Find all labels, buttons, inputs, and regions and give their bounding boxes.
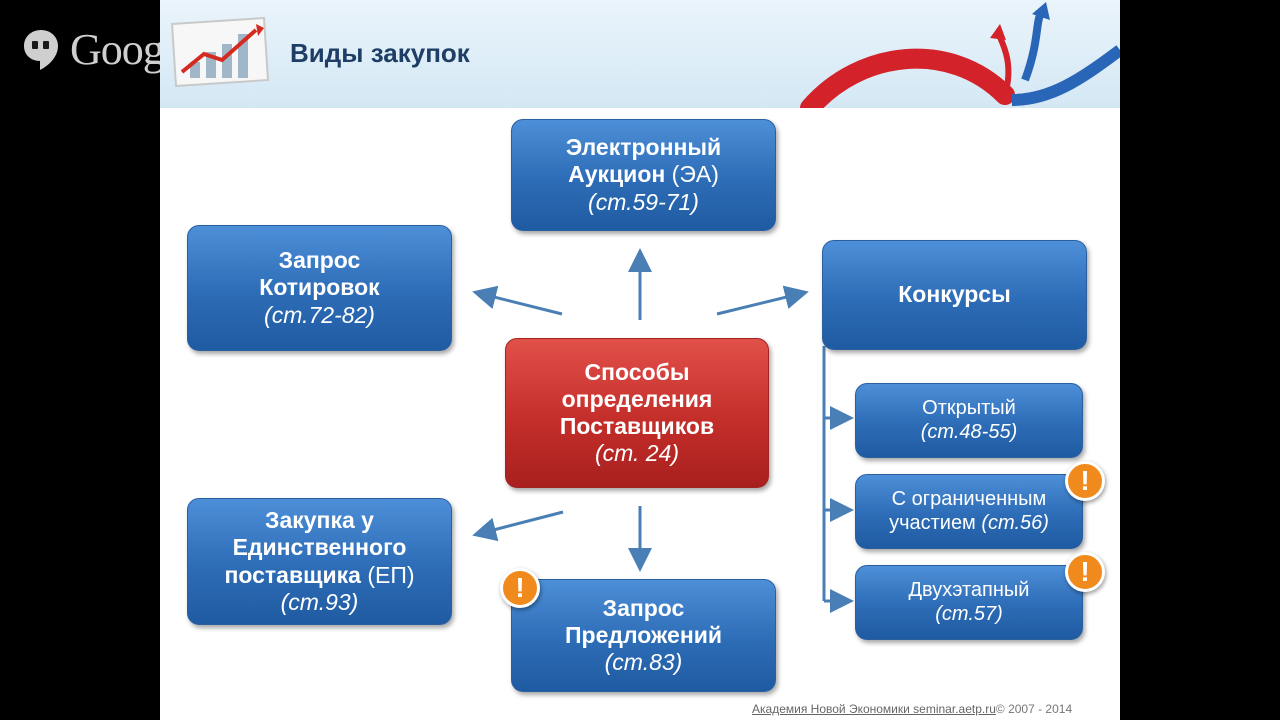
- open-line1: Открытый: [922, 396, 1016, 419]
- limited-line1: С ограниченным: [891, 487, 1047, 510]
- box-contests: Конкурсы: [822, 240, 1087, 350]
- single-line2: Единственного: [232, 534, 407, 561]
- box-quote-request: Запрос Котировок (ст.72-82): [187, 225, 452, 351]
- center-line3: Поставщиков: [559, 413, 715, 439]
- auction-line2: Аукцион: [568, 161, 666, 188]
- slide: Виды закупок Электронный: [160, 0, 1120, 720]
- warning-icon: !: [1065, 552, 1105, 592]
- connector-arrows: [472, 248, 854, 613]
- limited-line2: участием: [889, 511, 976, 534]
- decorative-arrows: [800, 2, 1120, 108]
- auction-ref: (ст.59-71): [588, 188, 699, 215]
- box-two-stage-contest: Двухэтапный (ст.57): [855, 565, 1083, 640]
- footer-copyright: © 2007 - 2014: [995, 702, 1073, 716]
- quotes-line2: Котировок: [259, 274, 380, 301]
- auction-abbr: (ЭА): [671, 161, 719, 188]
- slide-title: Виды закупок: [290, 38, 470, 68]
- single-line1: Закупка у: [265, 507, 374, 534]
- box-electronic-auction: Электронный Аукцион (ЭА) (ст.59-71): [511, 119, 776, 231]
- limited-ref: (ст.56): [981, 511, 1049, 534]
- single-ref: (ст.93): [280, 588, 359, 615]
- box-supplier-methods: Способы определения Поставщиков (ст. 24): [505, 338, 769, 488]
- box-limited-contest: С ограниченным участием (ст.56): [855, 474, 1083, 549]
- box-open-contest: Открытый (ст.48-55): [855, 383, 1083, 458]
- warning-icon: !: [1065, 461, 1105, 501]
- proposals-ref: (ст.83): [604, 649, 683, 676]
- footer-link[interactable]: Академия Новой Экономики seminar.aetp.ru: [752, 702, 996, 716]
- footer-credit: Академия Новой Экономики seminar.aetp.ru…: [752, 702, 1072, 716]
- proposals-line1: Запрос: [602, 594, 685, 621]
- growth-chart-logo: [170, 16, 270, 88]
- hangouts-icon: [24, 29, 58, 70]
- single-line3: поставщика: [224, 561, 361, 588]
- warning-icon: !: [500, 568, 540, 608]
- twostage-line1: Двухэтапный: [908, 578, 1030, 601]
- open-ref: (ст.48-55): [920, 420, 1018, 443]
- quotes-line1: Запрос: [278, 247, 361, 274]
- box-proposal-request: Запрос Предложений (ст.83): [511, 579, 776, 692]
- center-line1: Способы: [584, 358, 690, 385]
- auction-line1: Электронный: [565, 134, 722, 161]
- single-abbr: (ЕП): [367, 561, 415, 588]
- twostage-ref: (ст.57): [935, 602, 1003, 625]
- quotes-ref: (ст.72-82): [264, 301, 375, 328]
- center-line2: определения: [561, 385, 713, 412]
- contests-label: Конкурсы: [898, 281, 1011, 308]
- proposals-line2: Предложений: [565, 621, 722, 648]
- slide-header: Виды закупок: [160, 0, 1120, 108]
- box-single-supplier: Закупка у Единственного поставщика (ЕП) …: [187, 498, 452, 625]
- center-ref: (ст. 24): [594, 440, 680, 467]
